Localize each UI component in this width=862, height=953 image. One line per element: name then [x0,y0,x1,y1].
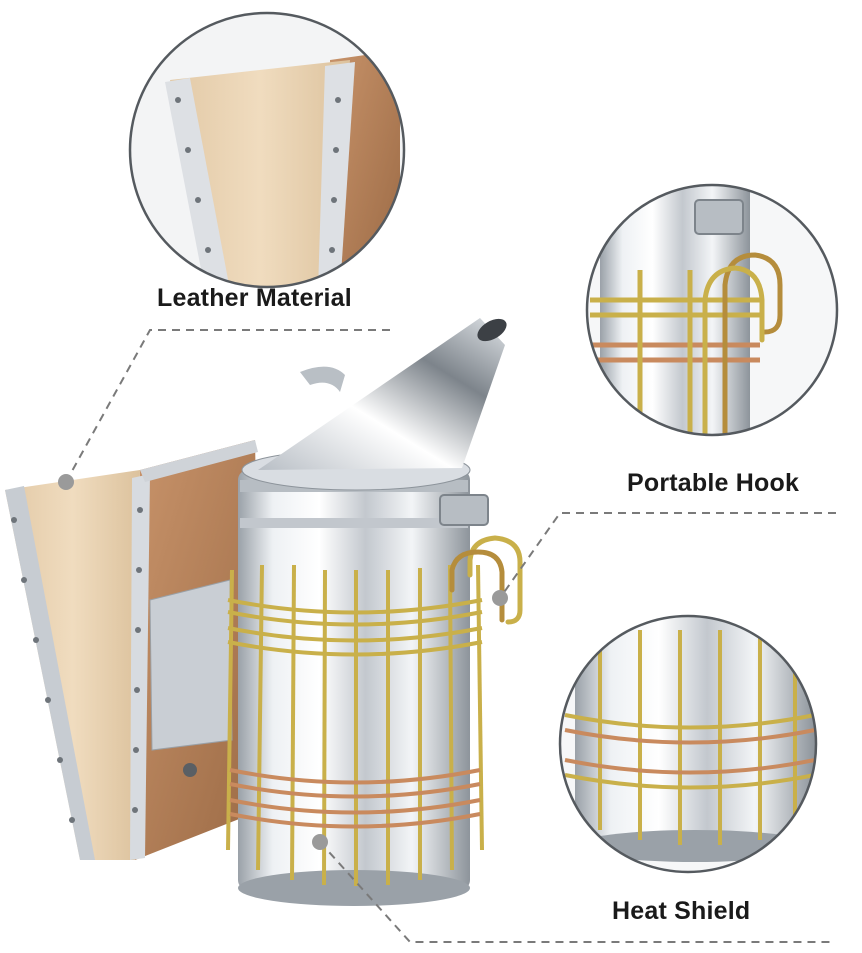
bellows [5,440,262,860]
portable-hook [439,494,523,625]
callout-heat-shield: Heat Shield [612,897,751,925]
zoom-leather-material [128,11,406,289]
callout-portable-hook: Portable Hook [627,469,800,497]
leather-pointer-dot [58,474,74,490]
heat-shield-cage [226,564,484,886]
hook-pointer-dot [492,590,508,606]
callout-leaders [65,329,836,943]
zoom-portable-hook [585,183,839,437]
spout [258,318,507,470]
shield-pointer-dot [312,834,328,850]
callout-leather-material: Leather Material [157,284,352,312]
zoom-heat-shield [558,614,818,874]
